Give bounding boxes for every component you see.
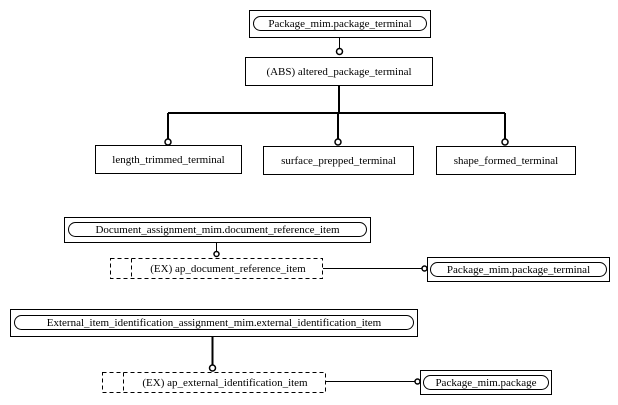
length-trimmed-terminal-node[interactable]: length_trimmed_terminal: [95, 145, 242, 174]
package-terminal-top-label: Package_mim.package_terminal: [268, 18, 411, 30]
surface-prepped-terminal-node[interactable]: surface_prepped_terminal: [263, 146, 414, 175]
subtype-tree-connector: [164, 85, 509, 146]
connector-end-dot: [213, 250, 220, 258]
ap-external-identification-item-label: (EX) ap_external_identification_item: [142, 377, 308, 389]
connector-end-dot: [208, 364, 217, 372]
package-terminal-right-node[interactable]: Package_mim.package_terminal: [427, 257, 610, 282]
shape-formed-terminal-label: shape_formed_terminal: [454, 155, 558, 167]
connector-end-dot: [421, 265, 428, 272]
ap-document-reference-item-label: (EX) ap_document_reference_item: [150, 263, 306, 275]
surface-prepped-terminal-label: surface_prepped_terminal: [281, 155, 396, 167]
package-right-label: Package_mim.package: [435, 377, 536, 389]
document-reference-item-node[interactable]: Document_assignment_mim.document_referen…: [64, 217, 371, 243]
package-right-node[interactable]: Package_mim.package: [420, 370, 552, 395]
external-identification-item-node[interactable]: External_item_identification_assignment_…: [10, 309, 418, 337]
connector-end-dot: [335, 47, 344, 56]
ap-external-identification-item-node[interactable]: (EX) ap_external_identification_item: [102, 372, 326, 393]
shape-formed-terminal-node[interactable]: shape_formed_terminal: [436, 146, 576, 175]
package-terminal-top-node[interactable]: Package_mim.package_terminal: [249, 10, 431, 38]
altered-package-terminal-label: (ABS) altered_package_terminal: [266, 66, 411, 78]
altered-package-terminal-node[interactable]: (ABS) altered_package_terminal: [245, 57, 433, 86]
document-reference-item-label: Document_assignment_mim.document_referen…: [95, 224, 340, 236]
external-identification-item-label: External_item_identification_assignment_…: [47, 317, 382, 329]
connector-end-dot: [414, 378, 421, 385]
package-terminal-right-label: Package_mim.package_terminal: [447, 264, 590, 276]
length-trimmed-terminal-label: length_trimmed_terminal: [112, 154, 224, 166]
ap-document-reference-item-node[interactable]: (EX) ap_document_reference_item: [110, 258, 323, 279]
